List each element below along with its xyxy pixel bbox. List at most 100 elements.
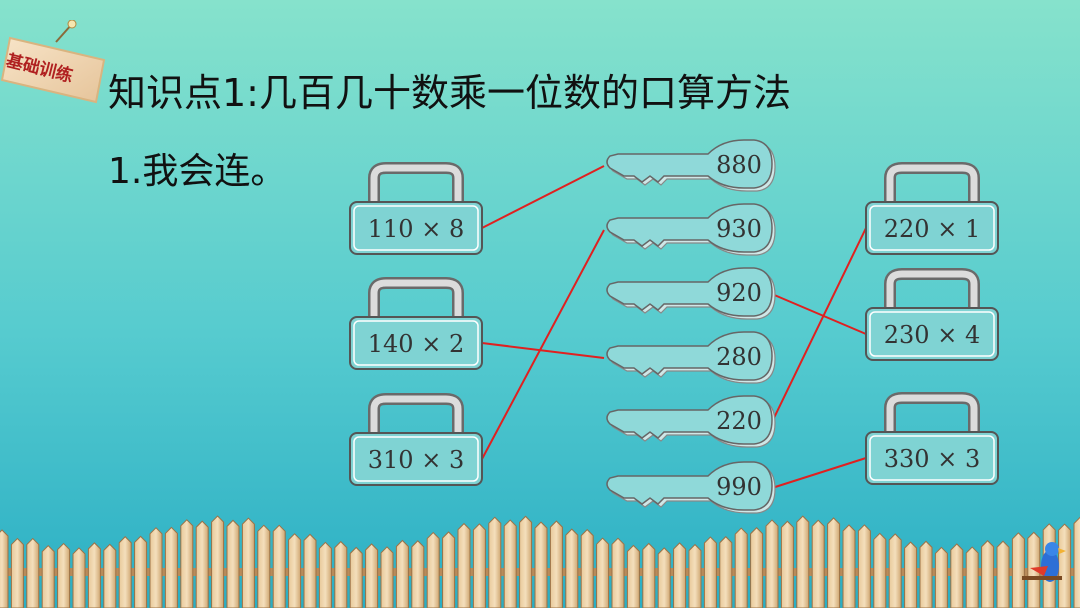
- fence-picket: [549, 520, 563, 608]
- fence-picket: [657, 547, 671, 608]
- lock-expression: 110 × 8: [368, 215, 464, 243]
- lock-body: [865, 431, 999, 485]
- fence-picket: [103, 543, 117, 608]
- fence-picket: [472, 523, 486, 608]
- fence-picket: [611, 537, 625, 608]
- fence-picket: [149, 527, 163, 608]
- key: 930: [606, 203, 776, 256]
- fence-picket: [180, 519, 194, 608]
- fence-picket: [842, 524, 856, 608]
- fence-picket: [118, 536, 132, 608]
- fence-picket: [164, 526, 178, 608]
- fence-picket: [919, 540, 933, 608]
- lock-body: [349, 432, 483, 486]
- fence-decoration: [0, 515, 1080, 608]
- fence-picket: [395, 539, 409, 608]
- fence-picket: [981, 540, 995, 608]
- fence-picket: [873, 532, 887, 608]
- key-shape: [606, 395, 773, 445]
- tag-board-icon: [0, 19, 106, 104]
- section-tag: 基础训练: [0, 19, 112, 104]
- fence-picket: [934, 546, 948, 608]
- fence-picket: [811, 519, 825, 608]
- fence-picket: [288, 533, 302, 608]
- key-shape: [606, 267, 773, 317]
- fence-picket: [1011, 532, 1025, 608]
- fence-picket: [519, 515, 533, 608]
- key-value: 930: [716, 215, 762, 243]
- fence-picket: [57, 542, 71, 608]
- key-value: 920: [716, 279, 762, 307]
- fence-picket: [26, 537, 40, 608]
- key-value: 280: [716, 343, 762, 371]
- fence-picket: [750, 527, 764, 608]
- fence-picket: [241, 517, 255, 608]
- fence-picket: [503, 519, 517, 608]
- fence-picket: [272, 524, 286, 608]
- fence-picket: [334, 540, 348, 608]
- fence-picket: [134, 535, 148, 608]
- lock-body: [865, 201, 999, 255]
- key: 990: [606, 461, 776, 514]
- fence-picket: [488, 516, 502, 608]
- lock-expression: 220 × 1: [884, 215, 980, 243]
- fence-picket: [457, 522, 471, 608]
- key-shape: [606, 331, 773, 381]
- fence-picket: [642, 542, 656, 608]
- key: 920: [606, 267, 776, 320]
- fence-picket: [41, 544, 55, 608]
- lock-body: [865, 307, 999, 361]
- instruction-text: 1.我会连。: [108, 151, 287, 192]
- fence-picket: [780, 520, 794, 608]
- connection-line: [481, 229, 605, 460]
- key-shape: [606, 203, 773, 253]
- key-value: 880: [716, 151, 762, 179]
- fence-picket: [10, 537, 24, 608]
- lock-expression: 230 × 4: [884, 321, 980, 349]
- fence-picket: [950, 543, 964, 608]
- fence-picket: [442, 531, 456, 608]
- fence-picket: [904, 541, 918, 608]
- lock-expression: 310 × 3: [368, 446, 464, 474]
- fence-picket: [72, 547, 86, 608]
- fence-picket: [827, 517, 841, 608]
- right-lock: 230 × 4: [865, 268, 999, 361]
- right-lock: 330 × 3: [865, 392, 999, 485]
- fence-picket: [857, 524, 871, 608]
- fence-picket: [426, 531, 440, 608]
- lock-body: [349, 201, 483, 255]
- left-lock: 140 × 2: [349, 277, 483, 370]
- fence-picket: [734, 527, 748, 608]
- fence-picket: [1058, 523, 1072, 608]
- connection-line: [481, 165, 605, 229]
- fence-picket: [226, 519, 240, 608]
- key: 220: [606, 395, 776, 448]
- fence-picket: [765, 519, 779, 608]
- fence-picket: [965, 546, 979, 608]
- lock-body: [349, 316, 483, 370]
- key-value: 990: [716, 473, 762, 501]
- lock-expression: 330 × 3: [884, 445, 980, 473]
- lock-expression: 140 × 2: [368, 330, 464, 358]
- fence-picket: [195, 520, 209, 608]
- key: 880: [606, 139, 776, 192]
- fence-picket: [580, 528, 594, 608]
- connection-line: [771, 293, 867, 335]
- key-shape: [606, 139, 773, 189]
- fence-picket: [318, 541, 332, 608]
- connection-line: [771, 457, 867, 489]
- key: 280: [606, 331, 776, 384]
- fence-picket: [703, 536, 717, 608]
- fence-picket: [257, 524, 271, 608]
- fence-picket: [411, 540, 425, 608]
- keys-group: 880 930 920 280 220 990: [606, 139, 776, 514]
- fence-picket: [565, 528, 579, 608]
- fence-picket: [0, 529, 9, 608]
- fence-picket: [1073, 516, 1080, 608]
- fence-picket: [888, 533, 902, 608]
- key-value: 220: [716, 407, 762, 435]
- connection-lines: [481, 165, 867, 489]
- fence-picket: [534, 521, 548, 608]
